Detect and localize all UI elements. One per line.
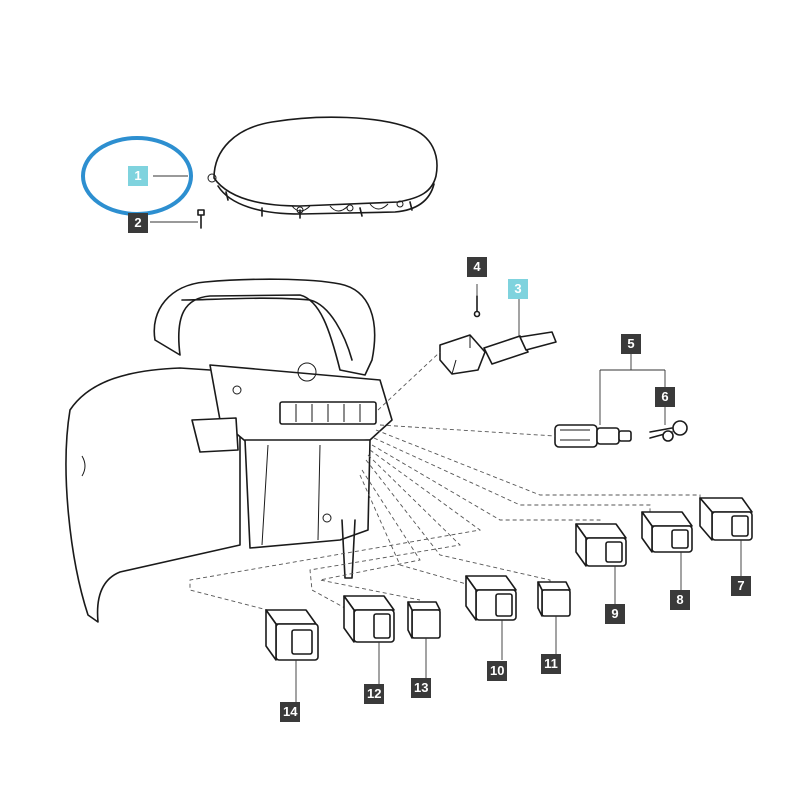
callout-13: 13 bbox=[411, 678, 432, 698]
callout-12: 12 bbox=[364, 684, 385, 704]
callout-5: 5 bbox=[621, 334, 641, 354]
callout-10: 10 bbox=[487, 661, 508, 681]
callout-2: 2 bbox=[128, 213, 148, 233]
part-2-screw[interactable] bbox=[197, 209, 205, 229]
part-3-combination-switch[interactable] bbox=[439, 298, 557, 375]
callout-1: 1 bbox=[128, 166, 148, 186]
part-5-ignition-switch[interactable] bbox=[554, 424, 632, 448]
callout-14: 14 bbox=[280, 702, 301, 722]
callout-11: 11 bbox=[541, 654, 561, 674]
part-10-rocker-switch[interactable] bbox=[465, 575, 517, 621]
callout-6: 6 bbox=[655, 387, 675, 407]
part-1-instrument-cluster[interactable] bbox=[207, 116, 438, 219]
dashboard-housing bbox=[65, 278, 393, 623]
callout-9: 9 bbox=[605, 604, 625, 624]
part-6-keys[interactable] bbox=[649, 420, 688, 442]
callout-4: 4 bbox=[467, 257, 487, 277]
callout-leaders bbox=[150, 175, 742, 702]
part-8-rocker-switch[interactable] bbox=[641, 511, 693, 553]
part-7-rocker-switch[interactable] bbox=[699, 497, 753, 541]
callout-3: 3 bbox=[508, 279, 528, 299]
part-13-blank-cover[interactable] bbox=[407, 601, 441, 639]
callout-8: 8 bbox=[670, 590, 690, 610]
part-4-screw[interactable] bbox=[473, 284, 481, 318]
part-12-rocker-switch[interactable] bbox=[343, 595, 395, 643]
part-11-blank-cover[interactable] bbox=[537, 581, 571, 617]
part-9-rocker-switch[interactable] bbox=[575, 523, 627, 567]
callout-7: 7 bbox=[731, 576, 751, 596]
part-14-rocker-switch[interactable] bbox=[265, 609, 319, 661]
